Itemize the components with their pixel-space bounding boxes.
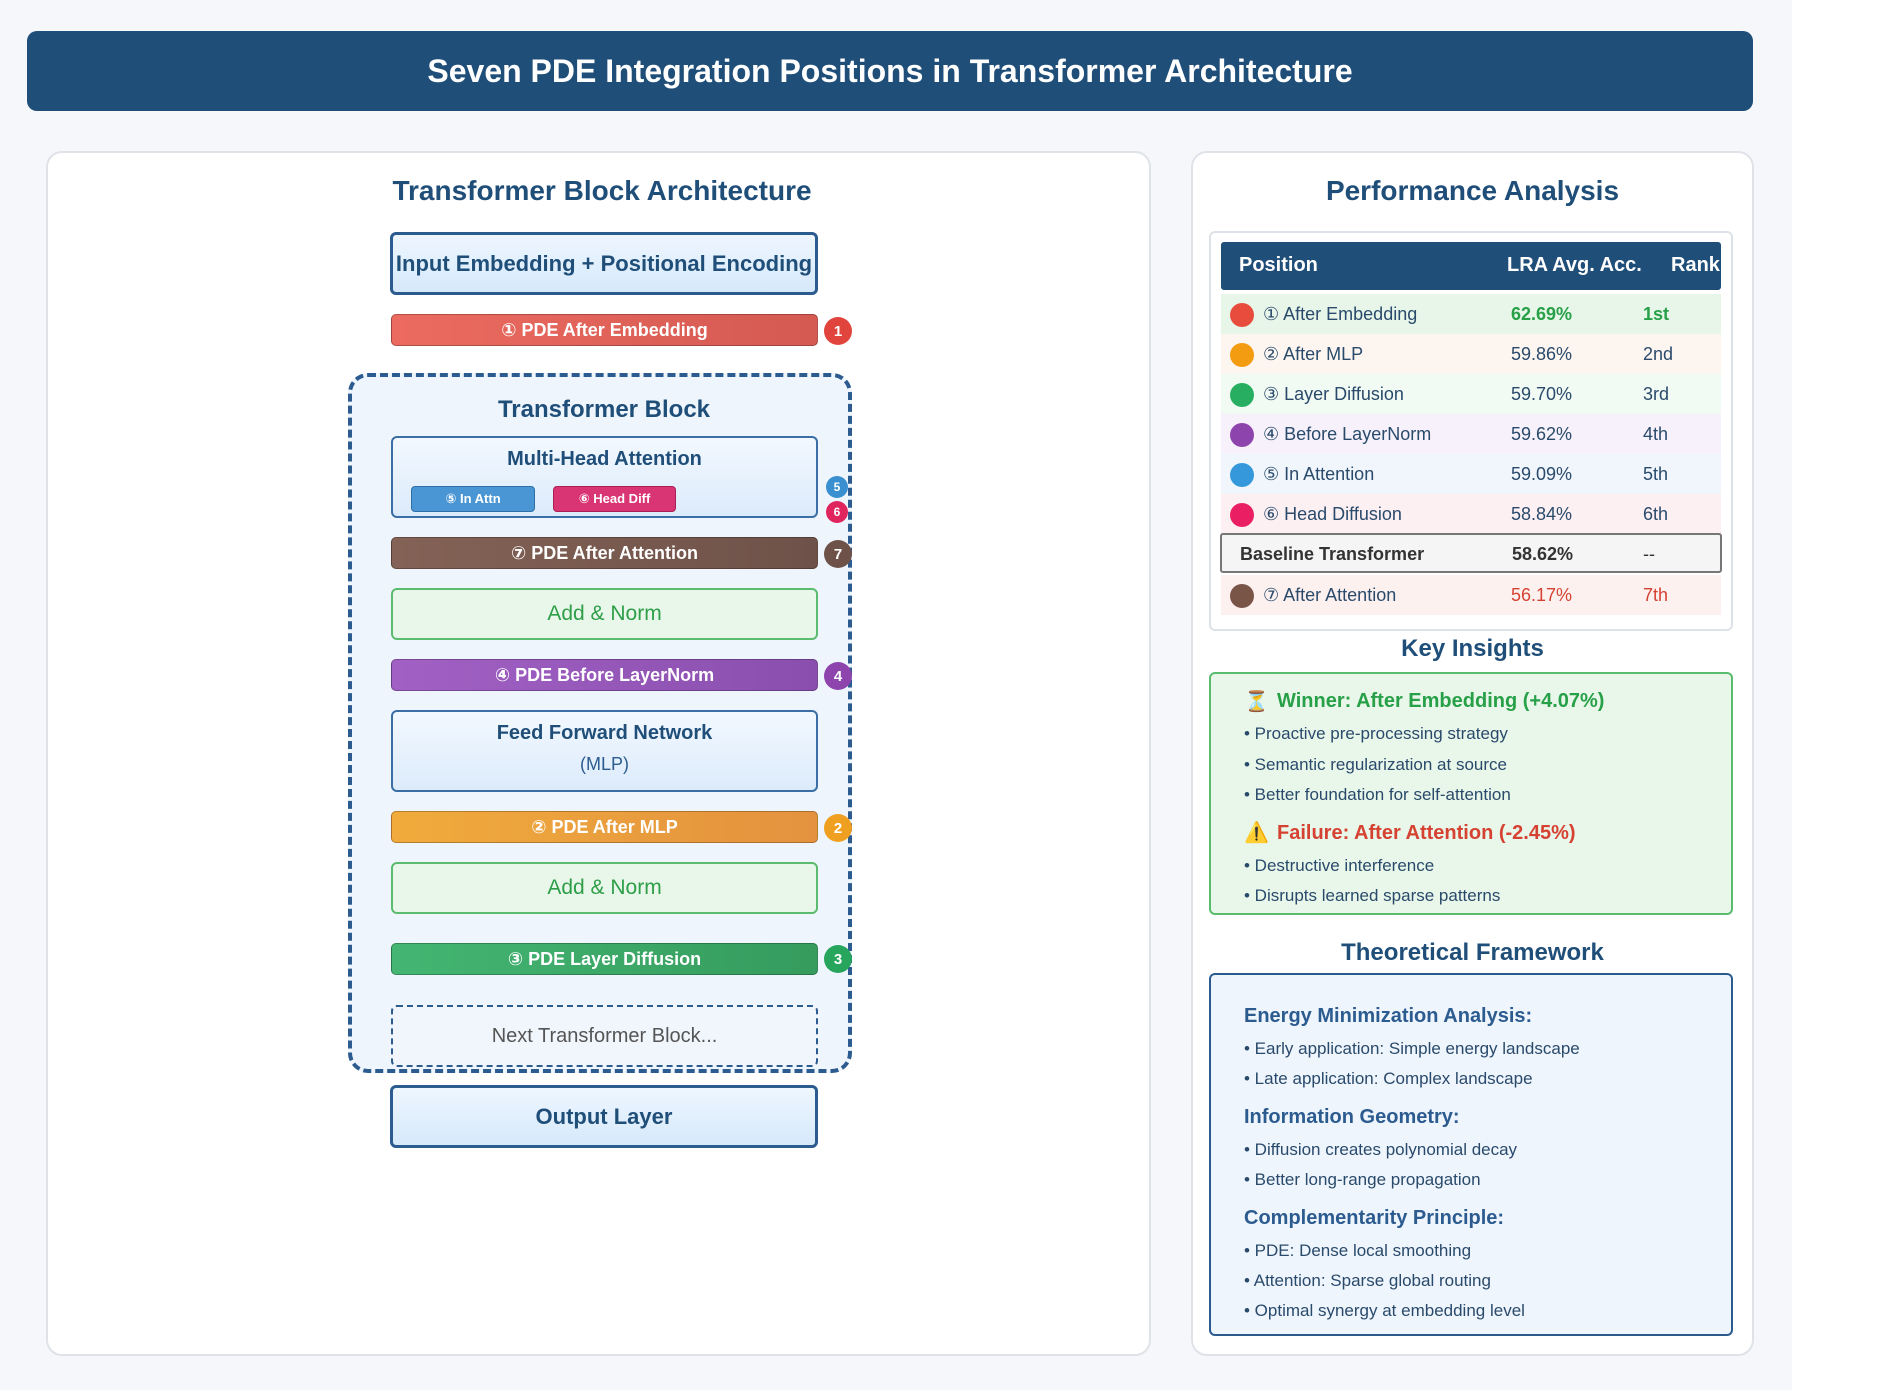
page-background: Seven PDE Integration Positions in Trans… — [27, 31, 1754, 1356]
hourglass-icon: ⏳ — [1244, 691, 1269, 713]
row-position: ④ Before LayerNorm — [1263, 424, 1432, 444]
winner-point: • Proactive pre-processing strategy — [1244, 724, 1508, 743]
badge-2: 2 — [824, 814, 852, 842]
row-position: ② After MLP — [1263, 344, 1364, 364]
table-row: ③ Layer Diffusion 59.70% 3rd — [1221, 374, 1721, 414]
row-rank: 3rd — [1643, 384, 1670, 404]
position-dot — [1230, 383, 1254, 407]
pde-before-layernorm-bar: ④ PDE Before LayerNorm — [391, 659, 818, 691]
badge-1: 1 — [824, 317, 852, 345]
baseline-label: Baseline Transformer — [1240, 544, 1425, 564]
position-dot — [1230, 343, 1254, 367]
table-row: ④ Before LayerNorm 59.62% 4th — [1221, 414, 1721, 454]
performance-heading: Performance Analysis — [1325, 175, 1620, 206]
position-dot — [1230, 584, 1254, 608]
framework-point: • PDE: Dense local smoothing — [1244, 1241, 1472, 1260]
pde-after-embedding-bar: ① PDE After Embedding — [391, 314, 818, 346]
framework-section-title: Complementarity Principle: — [1244, 1207, 1505, 1229]
row-position: ⑦ After Attention — [1263, 585, 1397, 605]
framework-point: • Better long-range propagation — [1244, 1170, 1481, 1189]
framework-box — [1209, 973, 1733, 1336]
baseline-row: Baseline Transformer 58.62% -- — [1220, 533, 1722, 573]
baseline-rank: -- — [1643, 544, 1655, 564]
page-title: Seven PDE Integration Positions in Trans… — [27, 31, 1753, 111]
row-rank: 2nd — [1643, 344, 1674, 364]
position-dot — [1230, 463, 1254, 487]
pde-after-mlp-bar: ② PDE After MLP — [391, 811, 818, 843]
badge-3: 3 — [824, 945, 852, 973]
add-norm-box-2: Add & Norm — [391, 862, 818, 914]
position-dot — [1230, 423, 1254, 447]
badge-7: 7 — [824, 540, 852, 568]
insights-box — [1209, 672, 1733, 915]
table-row: ② After MLP 59.86% 2nd — [1221, 334, 1721, 374]
framework-point: • Late application: Complex landscape — [1244, 1069, 1533, 1088]
row-accuracy: 62.69% — [1511, 304, 1573, 324]
next-block-placeholder: Next Transformer Block... — [391, 1005, 818, 1067]
winner-title: Winner: After Embedding (+4.07%) — [1277, 690, 1605, 712]
input-embedding-box: Input Embedding + Positional Encoding — [390, 232, 818, 295]
row-accuracy: 59.86% — [1511, 344, 1573, 364]
baseline-accuracy: 58.62% — [1512, 544, 1574, 564]
row-accuracy: 59.62% — [1511, 424, 1573, 444]
table-row: ⑦ After Attention 56.17% 7th — [1221, 575, 1721, 615]
badge-6: 6 — [826, 501, 848, 523]
row-position: ③ Layer Diffusion — [1263, 384, 1404, 404]
output-layer-box: Output Layer — [390, 1085, 818, 1148]
failure-point: • Disrupts learned sparse patterns — [1244, 886, 1501, 905]
row-position: ① After Embedding — [1263, 304, 1418, 324]
transformer-block-label: Transformer Block — [497, 396, 711, 423]
row-rank: 6th — [1643, 504, 1669, 524]
header-rank: Rank — [1671, 254, 1720, 276]
table-row: ⑥ Head Diffusion 58.84% 6th — [1221, 494, 1721, 534]
pde-after-attention-bar: ⑦ PDE After Attention — [391, 537, 818, 569]
row-accuracy: 59.09% — [1511, 464, 1573, 484]
winner-point: • Semantic regularization at source — [1244, 755, 1507, 774]
feed-forward-box — [391, 710, 818, 792]
framework-point: • Optimal synergy at embedding level — [1244, 1301, 1525, 1320]
row-rank: 4th — [1643, 424, 1669, 444]
framework-point: • Attention: Sparse global routing — [1244, 1271, 1491, 1290]
winner-point: • Better foundation for self-attention — [1244, 785, 1511, 804]
row-position: ⑥ Head Diffusion — [1263, 504, 1402, 524]
row-rank: 7th — [1643, 585, 1669, 605]
row-accuracy: 58.84% — [1511, 504, 1573, 524]
framework-section-title: Energy Minimization Analysis: — [1244, 1005, 1533, 1027]
framework-heading: Theoretical Framework — [1341, 939, 1604, 966]
feed-forward-label: Feed Forward Network — [496, 721, 713, 744]
header-accuracy: LRA Avg. Acc. — [1507, 254, 1642, 276]
row-position: ⑤ In Attention — [1263, 464, 1375, 484]
table-row: ⑤ In Attention 59.09% 5th — [1221, 454, 1721, 494]
warning-icon: ⚠️ — [1244, 822, 1269, 844]
row-accuracy: 59.70% — [1511, 384, 1573, 404]
head-diff-tag: ⑥ Head Diff — [553, 486, 676, 512]
feed-forward-sublabel: (MLP) — [580, 753, 629, 774]
badge-4: 4 — [824, 662, 852, 690]
row-rank: 1st — [1643, 304, 1670, 324]
framework-point: • Diffusion creates polynomial decay — [1244, 1140, 1518, 1159]
in-attn-tag: ⑤ In Attn — [411, 486, 535, 512]
row-accuracy: 56.17% — [1511, 585, 1573, 605]
add-norm-box-1: Add & Norm — [391, 588, 818, 640]
insights-heading: Key Insights — [1401, 635, 1544, 662]
framework-section-title: Information Geometry: — [1244, 1106, 1460, 1128]
badge-5: 5 — [826, 476, 848, 498]
pde-layer-diffusion-bar: ③ PDE Layer Diffusion — [391, 943, 818, 975]
architecture-heading: Transformer Block Architecture — [392, 175, 812, 206]
failure-point: • Destructive interference — [1244, 856, 1435, 875]
failure-title: Failure: After Attention (-2.45%) — [1277, 822, 1576, 844]
table-header: Position LRA Avg. Acc. Rank — [1221, 242, 1721, 290]
table-row: ① After Embedding 62.69% 1st — [1221, 294, 1721, 334]
header-position: Position — [1239, 254, 1318, 276]
row-rank: 5th — [1643, 464, 1669, 484]
multi-head-attention-label: Multi-Head Attention — [507, 447, 702, 470]
position-dot — [1230, 503, 1254, 527]
position-dot — [1230, 303, 1254, 327]
framework-point: • Early application: Simple energy lands… — [1244, 1039, 1580, 1058]
